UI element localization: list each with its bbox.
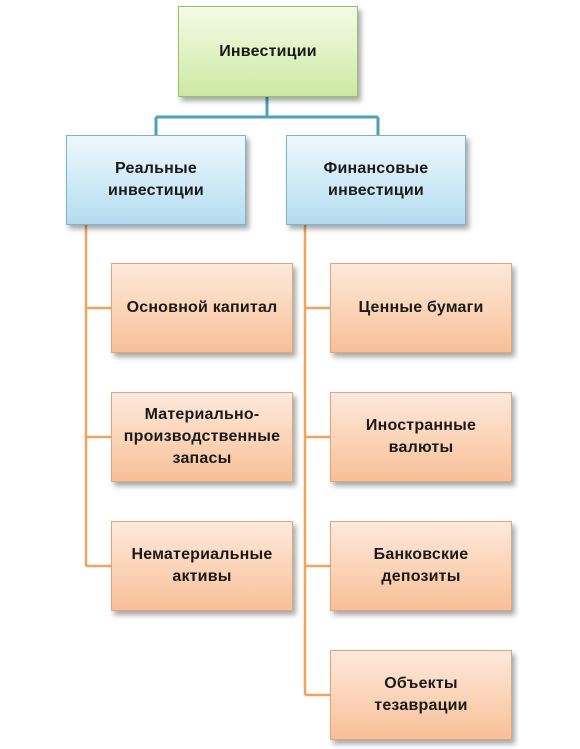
root-to-category-links bbox=[154, 97, 380, 135]
item-foreign-currencies: Иностранные валюты bbox=[330, 392, 512, 482]
root-node-investments: Инвестиции bbox=[178, 6, 358, 97]
item-hoarding-objects: Объекты тезаврации bbox=[330, 650, 512, 740]
item-intangible-assets: Нематериальные активы bbox=[111, 521, 293, 611]
item-fixed-capital: Основной капитал bbox=[111, 263, 293, 353]
financial-investments-links bbox=[303, 225, 330, 697]
real-investments-links bbox=[84, 225, 111, 568]
item-securities: Ценные бумаги bbox=[330, 263, 512, 353]
item-inventories: Материально- производственные запасы bbox=[111, 392, 293, 482]
category-real-investments: Реальные инвестиции bbox=[66, 135, 246, 225]
item-bank-deposits: Банковские депозиты bbox=[330, 521, 512, 611]
category-financial-investments: Финансовые инвестиции bbox=[286, 135, 466, 225]
